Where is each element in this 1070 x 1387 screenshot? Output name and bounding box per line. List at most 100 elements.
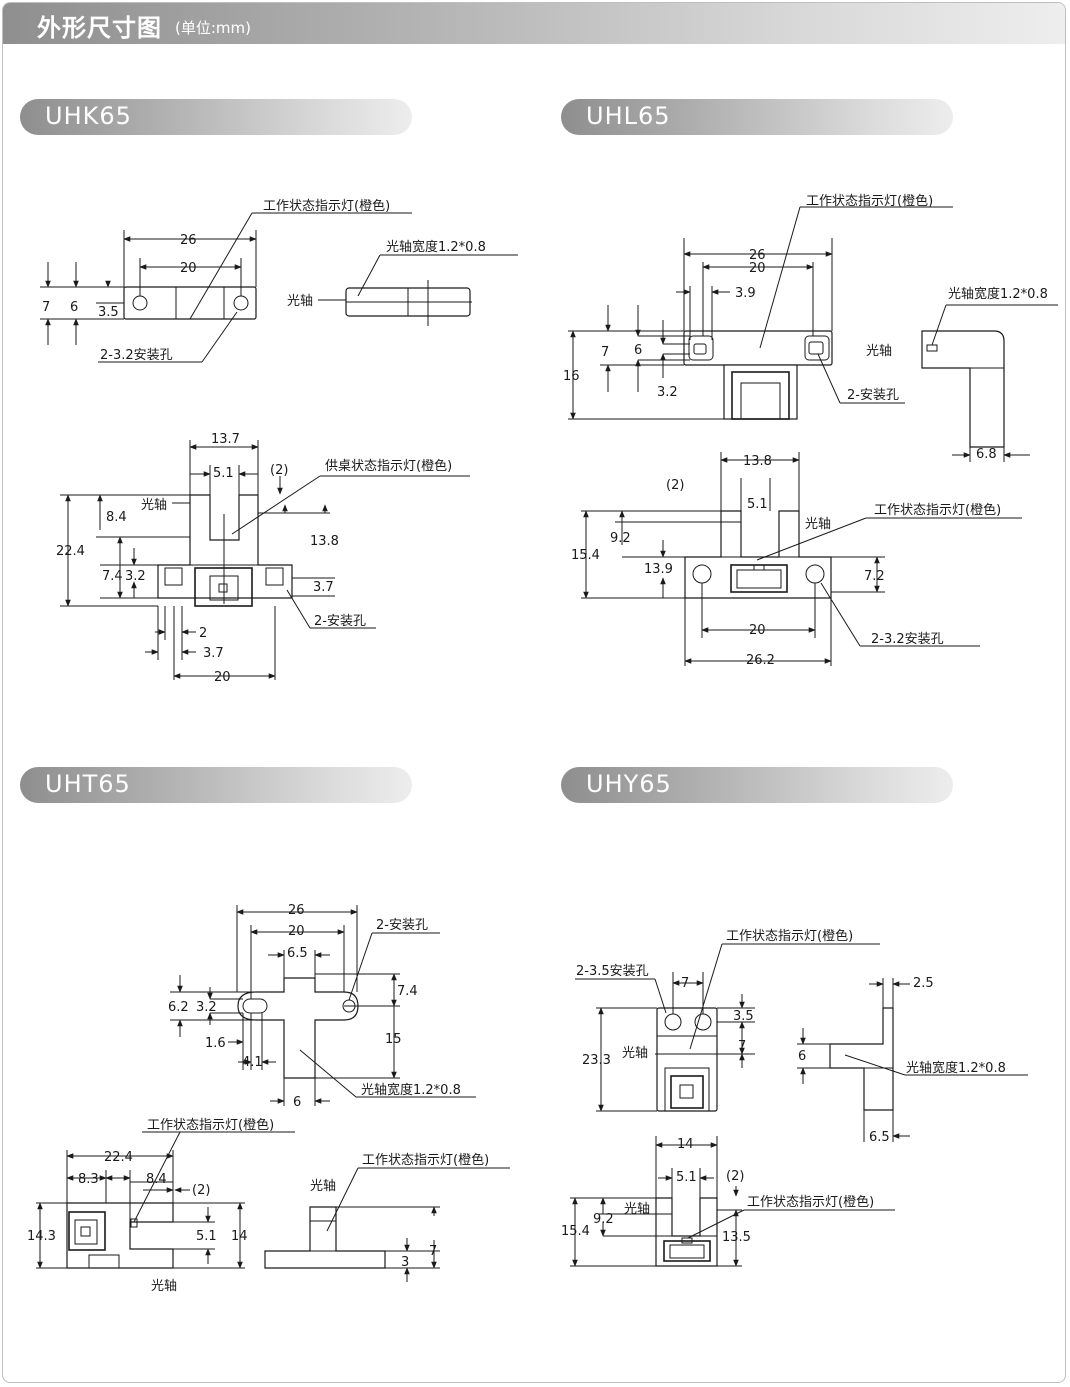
uht65-side-view [264,1167,510,1282]
uhk-dim-20: 20 [180,261,197,276]
uht-dim-26: 26 [288,903,305,918]
uhy-dim-2-5: 2.5 [913,976,934,991]
uhl-dim-7-2: 7.2 [864,569,885,584]
uhk65-side-view [318,254,518,326]
uhk-dim-3-5: 3.5 [98,305,119,320]
uhy-dim-23-3: 23.3 [582,1053,611,1068]
uhk-dim-13-7: 13.7 [211,432,240,447]
uht-dim-7: 7 [429,1244,437,1259]
uht65-front-view [36,1131,295,1269]
uhk-dim-5-1: 5.1 [213,466,234,481]
uhk-axis-width-label: 光轴宽度1.2*0.8 [386,239,486,255]
page-title: 外形尺寸图 [37,14,162,42]
uhk65-top-view [40,212,412,363]
uhy-dim-14: 14 [677,1137,694,1152]
uht-dim-6-5: 6.5 [287,946,308,961]
page-header: 外形尺寸图 (单位:mm) [3,3,1065,44]
uhy65-side-view [797,978,1028,1142]
uht-dim-6-2: 6.2 [168,1000,189,1015]
uht-axis-width-label: 光轴宽度1.2*0.8 [361,1082,461,1098]
uhk-holes-label: 2-3.2安装孔 [100,348,173,363]
uhl-axis-label: 光轴 [866,344,892,359]
uhy-axis-width-label: 光轴宽度1.2*0.8 [906,1060,1006,1076]
uht-dim-22-4: 22.4 [104,1150,133,1165]
uhl-dim-9-2: 9.2 [610,531,631,546]
uhl-dim-15-4: 15.4 [571,548,600,563]
unit-note: (单位:mm) [175,19,251,37]
uhk-dim-26: 26 [180,233,197,248]
uhk-dim-3-7: 3.7 [313,580,334,595]
uht-dim-8-3: 8.3 [78,1172,99,1187]
uht-dim-3: 3 [401,1255,409,1270]
uht-axis-label: 光轴 [310,1179,336,1194]
uhy-dim-5-1: 5.1 [676,1170,697,1185]
section-header-uhl65: UHL65 [561,99,953,135]
uhk-dim-7-4: 7.4 [102,569,123,584]
uhl-dim-5-1: 5.1 [747,497,768,512]
uhl-dim-3-2: 3.2 [657,385,678,400]
uhl-dim-6: 6 [634,343,642,358]
uhl-axis2-label: 光轴 [805,517,831,532]
uhy-holes-label: 2-3.5安装孔 [576,964,649,979]
uht-dim-6: 6 [293,1095,301,1110]
uhk-axis2-label: 光轴 [141,498,167,513]
uhl-dim-3-9: 3.9 [735,286,756,301]
uhk-dim-3-2: 3.2 [125,569,146,584]
section-header-uhk65: UHK65 [20,99,412,135]
uhk-dim-20b: 20 [214,670,231,685]
uhk-dim-3-7b: 3.7 [203,646,224,661]
uht-dim-2: (2) [192,1183,210,1198]
uhl-dim-20: 20 [749,261,766,276]
uhl-holes2-label: 2-3.2安装孔 [871,632,944,647]
section-header-uhy65: UHY65 [561,767,953,803]
uht-dim-4-1: 4.1 [242,1055,263,1070]
uht-dim-7-4: 7.4 [397,984,418,999]
uhy-dim-6: 6 [798,1049,806,1064]
uhy-dim-7b: 7 [738,1039,746,1054]
uhl-led2-label: 工作状态指示灯(橙色) [874,502,1001,518]
uhy-led-label: 工作状态指示灯(橙色) [726,928,853,944]
uhy-dim-7: 7 [681,976,689,991]
uhk-holes2-label: 2-安装孔 [314,614,366,629]
uhl-axis-width-label: 光轴宽度1.2*0.8 [948,286,1048,302]
uhl-dim-20: 20 [749,623,766,638]
uhl-led-label: 工作状态指示灯(橙色) [806,193,933,209]
uht-dim-3-2: 3.2 [196,1000,217,1015]
uhl65-front-view [581,452,1022,666]
uhl-dim-2: (2) [666,478,684,493]
section-header-uht65: UHT65 [20,767,412,803]
uht-dim-8-4: 8.4 [146,1172,167,1187]
uhy-led2-label: 工作状态指示灯(橙色) [747,1194,874,1210]
uht-dim-5-1: 5.1 [196,1229,217,1244]
uhk-led-label: 工作状态指示灯(橙色) [263,198,390,214]
uhk-dim-2b: 2 [199,626,207,641]
uhl-dim-13-8: 13.8 [743,454,772,469]
uhy-dim-2: (2) [726,1169,744,1184]
uhl-dim-16: 16 [563,369,580,384]
uhk-dim-7: 7 [42,300,50,315]
uhy65-front-view [570,1136,895,1267]
uhl65-top-view [568,206,953,420]
uhy-axis-label: 光轴 [622,1046,648,1061]
uht-dim-14-3: 14.3 [27,1229,56,1244]
uhk-dim-6: 6 [70,300,78,315]
uht-dim-15: 15 [385,1032,402,1047]
uht-led2-label: 工作状态指示灯(橙色) [362,1152,489,1168]
uhy-axis2-label: 光轴 [624,1202,650,1217]
uhl-dim-26-2: 26.2 [746,653,775,668]
uhk-led2-label: 供桌状态指示灯(橙色) [325,458,452,474]
uhk-dim-8-4: 8.4 [106,510,127,525]
uhy-dim-3-5: 3.5 [733,1009,754,1024]
uhl-dim-7: 7 [601,345,609,360]
uhl-dim-26: 26 [749,248,766,263]
uhy-dim-6-5: 6.5 [869,1130,890,1145]
uhk-dim-2: (2) [270,463,288,478]
uhl65-side-view [921,304,1058,462]
uht-dim-20: 20 [288,924,305,939]
uhy-dim-15-4: 15.4 [561,1224,590,1239]
uhy65-top-view [575,943,880,1112]
uht-axis2-label: 光轴 [151,1279,177,1294]
uhk65-front-view [60,440,470,680]
